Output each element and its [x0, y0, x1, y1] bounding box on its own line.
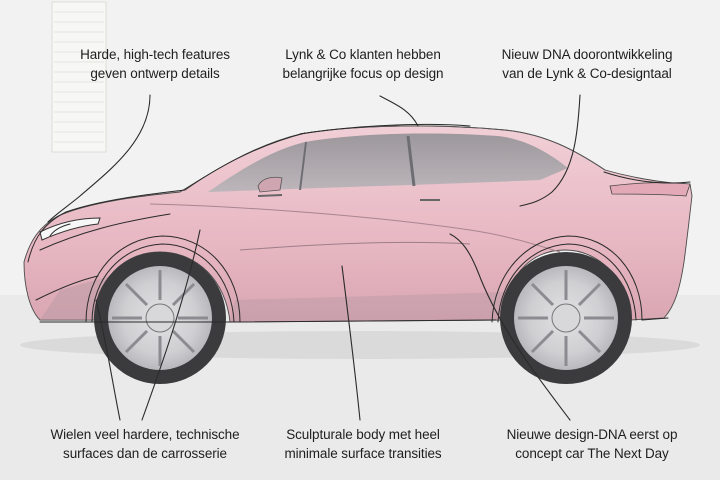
callout-bottom-center-line2: minimale surface transities [284, 446, 442, 461]
callout-top-right: Nieuw DNA doorontwikkeling van de Lynk &… [472, 45, 702, 83]
callout-top-left-line2: geven ontwerp details [90, 66, 220, 81]
callout-top-center-line2: belangrijke focus op design [282, 66, 444, 81]
callout-top-right-line1: Nieuw DNA doorontwikkeling [501, 47, 673, 62]
callout-bottom-left: Wielen veel hardere, technische surfaces… [20, 425, 270, 463]
callout-top-left-line1: Harde, high-tech features [80, 47, 230, 62]
callout-top-right-line2: van de Lynk & Co-designtaal [502, 66, 672, 81]
side-windows [208, 133, 568, 192]
leader-top-center [379, 95, 419, 127]
leader-bottom-center [341, 265, 361, 421]
callout-bottom-right-line2: concept car The Next Day [515, 446, 669, 461]
callout-bottom-left-line2: surfaces dan de carrosserie [63, 446, 227, 461]
sketch-overlay [27, 123, 691, 323]
wall-louvre-panel [51, 1, 107, 153]
callout-leader-lines [47, 94, 581, 421]
callout-bottom-right-line1: Nieuwe design-DNA eerst op [506, 427, 678, 442]
front-wheel [94, 252, 226, 384]
callout-bottom-right: Nieuwe design-DNA eerst op concept car T… [472, 425, 712, 463]
leader-top-left [47, 94, 151, 223]
callout-top-center-line1: Lynk & Co klanten hebben [285, 47, 441, 62]
leader-bottom-left-b [141, 229, 201, 421]
leader-bottom-right [449, 233, 571, 421]
callout-bottom-center: Sculpturale body met heel minimale surfa… [248, 425, 478, 463]
callout-top-center: Lynk & Co klanten hebben belangrijke foc… [248, 45, 478, 83]
rear-wheel [500, 252, 632, 384]
callout-top-left: Harde, high-tech features geven ontwerp … [40, 45, 270, 83]
callout-bottom-left-line1: Wielen veel hardere, technische [50, 427, 240, 442]
callout-bottom-center-line1: Sculpturale body met heel [286, 427, 440, 442]
leader-top-right [519, 94, 581, 207]
leader-bottom-left-a [95, 299, 121, 421]
